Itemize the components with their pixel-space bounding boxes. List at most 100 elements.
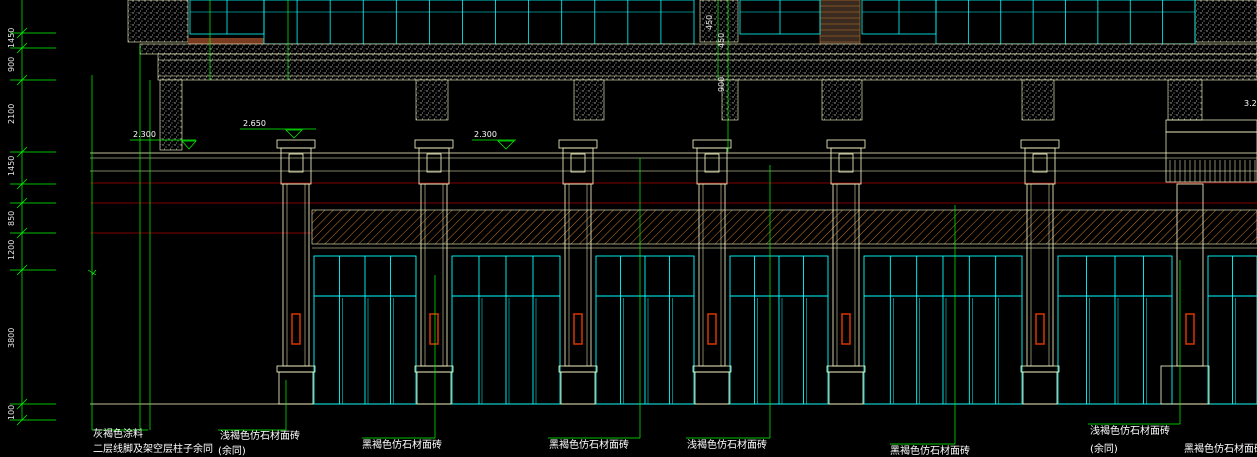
column-plinth bbox=[1160, 365, 1210, 405]
column-cap-top bbox=[692, 139, 732, 149]
column-panel bbox=[1032, 153, 1048, 173]
dimension-slash bbox=[16, 227, 28, 239]
column-base-cap bbox=[414, 365, 454, 373]
column bbox=[692, 139, 732, 405]
level-marker-3: 2.300 bbox=[472, 130, 516, 150]
column-panel bbox=[570, 153, 586, 173]
cornice bbox=[90, 152, 1257, 405]
column-plinth bbox=[694, 371, 730, 405]
column bbox=[826, 139, 866, 405]
column-cap-top bbox=[414, 139, 454, 149]
dimension-slash bbox=[16, 74, 28, 86]
note-c: 浅褐色仿石材面砖 bbox=[220, 429, 300, 442]
dimension-label: 1450 bbox=[7, 156, 16, 176]
column-base-cap bbox=[826, 365, 866, 373]
wall-sconce bbox=[707, 313, 717, 345]
dimension-slash bbox=[16, 42, 28, 54]
column bbox=[414, 139, 454, 405]
column-panel bbox=[426, 153, 442, 173]
column bbox=[558, 139, 598, 405]
column-partial bbox=[1160, 183, 1210, 405]
note-b: 二层线脚及架空层柱子余同 bbox=[93, 442, 213, 455]
note-c-sub: (余同) bbox=[218, 444, 246, 457]
note-h-sub: (余同) bbox=[1090, 442, 1118, 455]
note-h: 浅褐色仿石材面砖 bbox=[1090, 424, 1170, 437]
right-canopy bbox=[1165, 119, 1257, 183]
stone-beam bbox=[139, 43, 1257, 81]
dimension-label: 1200 bbox=[7, 240, 16, 260]
stone-pier bbox=[573, 79, 605, 121]
dimension-slash bbox=[16, 27, 28, 39]
storefront-glazing bbox=[313, 255, 1257, 405]
stone-pier bbox=[1021, 79, 1055, 121]
stone-pier bbox=[415, 79, 449, 121]
upper-dim-3: 900 bbox=[717, 77, 726, 92]
dimension-slash bbox=[16, 414, 28, 426]
note-f: 浅褐色仿石材面砖 bbox=[687, 438, 767, 451]
column-panel bbox=[704, 153, 720, 173]
column-cap-top bbox=[558, 139, 598, 149]
column-base-cap bbox=[692, 365, 732, 373]
column-cap-top bbox=[1020, 139, 1060, 149]
dimension-slash bbox=[16, 146, 28, 158]
dimension-slash bbox=[16, 178, 28, 190]
wall-sconce bbox=[841, 313, 851, 345]
column-panel bbox=[838, 153, 854, 173]
dimension-chain: 1450 900 2100 1450 850 1200 3800 100 bbox=[7, 0, 729, 430]
column bbox=[276, 139, 316, 405]
wall-sconce bbox=[429, 313, 439, 345]
dimension-label: 3800 bbox=[7, 328, 16, 348]
columns bbox=[276, 139, 1210, 405]
column-plinth bbox=[278, 371, 314, 405]
stone-piers bbox=[159, 79, 1203, 151]
stone-pier bbox=[1167, 79, 1203, 121]
dimension-slash bbox=[16, 264, 28, 276]
dimension-label: 2100 bbox=[7, 104, 16, 124]
svg-text:2.300: 2.300 bbox=[133, 130, 156, 139]
column-cap-top bbox=[826, 139, 866, 149]
column-plinth bbox=[416, 371, 452, 405]
stone-pier bbox=[721, 79, 739, 121]
annotation-notes: 灰褐色涂料 二层线脚及架空层柱子余同 浅褐色仿石材面砖 (余同) 黑褐色仿石材面… bbox=[93, 424, 1257, 457]
note-e: 黑褐色仿石材面砖 bbox=[549, 438, 629, 451]
stone-pier bbox=[159, 79, 183, 151]
wall-sconce bbox=[291, 313, 301, 345]
wall-sconce bbox=[1035, 313, 1045, 345]
note-i: 黑褐色仿石材面砖 bbox=[1184, 442, 1257, 455]
svg-text:2.650: 2.650 bbox=[243, 119, 266, 128]
dimension-label: 850 bbox=[7, 211, 16, 226]
upper-glazing bbox=[189, 0, 1196, 45]
dimension-slash bbox=[16, 398, 28, 410]
level-marker-4: 3.2 bbox=[1244, 99, 1257, 108]
stone-pier bbox=[821, 79, 863, 121]
dimension-label: 1450 bbox=[7, 28, 16, 48]
upper-dim-2: 450 bbox=[717, 33, 726, 48]
wall-sconce bbox=[1185, 313, 1195, 345]
dimension-label: 100 bbox=[7, 405, 16, 420]
column bbox=[1020, 139, 1060, 405]
leader-lines bbox=[92, 158, 1181, 445]
column-cap-top bbox=[276, 139, 316, 149]
hatch-band bbox=[311, 209, 1257, 245]
note-d: 黑褐色仿石材面砖 bbox=[362, 438, 442, 451]
upper-window bbox=[263, 0, 695, 45]
dimension-slash bbox=[16, 197, 28, 209]
column-base-cap bbox=[558, 365, 598, 373]
upper-dimension-labels: 450 450 900 bbox=[705, 15, 726, 92]
upper-dim-1: 450 bbox=[705, 15, 714, 30]
column-panel bbox=[288, 153, 304, 173]
dimension-label: 900 bbox=[7, 57, 16, 72]
signage-band bbox=[311, 209, 1257, 249]
level-markers: 2.300 2.650 2.300 3.2 bbox=[130, 99, 1257, 150]
wall-sconce bbox=[573, 313, 583, 345]
level-marker-1: 2.300 bbox=[130, 130, 197, 150]
column-base-cap bbox=[1020, 365, 1060, 373]
note-g: 黑褐色仿石材面砖 bbox=[890, 444, 970, 457]
level-marker-2: 2.650 bbox=[240, 119, 316, 139]
svg-text:2.300: 2.300 bbox=[474, 130, 497, 139]
note-a: 灰褐色涂料 bbox=[93, 427, 143, 440]
column-plinth bbox=[560, 371, 596, 405]
column-plinth bbox=[1022, 371, 1058, 405]
column-base-cap bbox=[276, 365, 316, 373]
